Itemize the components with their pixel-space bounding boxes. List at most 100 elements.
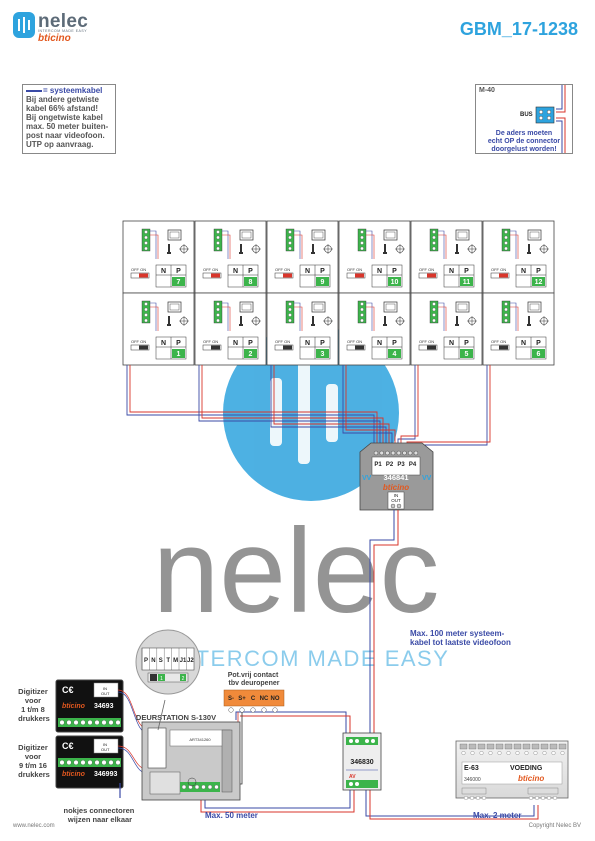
bus-label: BUS [520, 112, 533, 118]
svg-text:IN: IN [103, 742, 107, 747]
footer-copyright: Copyright Nelec BV [529, 823, 581, 829]
cable-note-line: Bij andere getwiste [26, 95, 99, 104]
svg-text:OUT: OUT [101, 747, 110, 752]
p-label: P [248, 340, 253, 347]
n-label: N [305, 268, 310, 275]
supply-e63: E-63 VOEDING 346000 bticino [455, 740, 569, 800]
p-label: P [392, 340, 397, 347]
pot-contact-label: Pot.vrij contact tbv deuropener [228, 672, 281, 687]
connector-label: N [151, 658, 155, 664]
connector-label: T [166, 658, 170, 664]
connector-label: J1 [180, 658, 187, 664]
svg-text:C€: C€ [62, 741, 74, 751]
door-station-label: DEURSTATION S-130V [136, 713, 216, 722]
digitizer-1-label: Digitizer voor 1 t/m 8 drukkers [18, 687, 50, 723]
cable-note-box: = systeemkabel Bij andere getwiste kabel… [22, 84, 116, 154]
n-label: N [233, 268, 238, 275]
n-label: N [377, 340, 382, 347]
p-label: P [464, 340, 469, 347]
m40-note-text: De aders moeten echt OP de connector doo… [476, 130, 572, 154]
max50-annotation: Max. 50 meter [205, 811, 258, 820]
nelec-logo-icon [13, 12, 35, 38]
footer-website: www.nelec.com [12, 823, 55, 829]
videophone-address: 3 [321, 351, 325, 358]
videophone-address: 1 [177, 351, 181, 358]
terminal-label: S- [228, 696, 234, 702]
distributor-vv-left: VV [362, 475, 372, 482]
cable-note-line: UTP op aanvraag. [26, 140, 94, 149]
dip-switch-label: OFF ON [347, 339, 362, 344]
svg-text:2: 2 [182, 676, 185, 682]
supply-code: E-63 [464, 765, 479, 772]
terminal-label: C [251, 696, 256, 702]
distributor-model: 346841 [383, 473, 408, 482]
power-unit-model: 346830 [350, 759, 373, 766]
distributor-port: P4 [409, 462, 417, 468]
connector-label: J2 [187, 658, 194, 664]
distributor-in-label: IN [394, 493, 399, 498]
max2-annotation: Max. 2 meter [473, 811, 521, 820]
cable-note-line: Bij ongetwiste kabel [26, 113, 103, 122]
cable-note-title-text: = systeemkabel [43, 86, 103, 95]
distributor-port: P2 [386, 462, 394, 468]
connector-label: S [159, 658, 163, 664]
supply-model: 346000 [464, 777, 481, 783]
distributor-brand: bticino [383, 483, 409, 492]
n-label: N [161, 340, 166, 347]
svg-text:IN: IN [103, 686, 107, 691]
dip-switch-label: OFF ON [131, 267, 146, 272]
p-label: P [176, 268, 181, 275]
digitizer-2-brand: bticino [62, 771, 86, 778]
videophone-address: 7 [177, 279, 181, 286]
videophone-address: 4 [393, 351, 397, 358]
terminal-label: NO [271, 696, 280, 702]
p-label: P [320, 268, 325, 275]
distributor-port: P1 [374, 462, 382, 468]
m40-label: M-40 [479, 87, 495, 94]
videophone-address: 12 [535, 279, 543, 286]
terminal-label: NC [260, 696, 269, 702]
videophone-address: 8 [249, 279, 253, 286]
max100-annotation: Max. 100 meter systeem- kabel tot laatst… [410, 629, 511, 647]
n-label: N [521, 268, 526, 275]
dip-switch-label: OFF ON [491, 339, 506, 344]
supply-brand: bticino [518, 774, 544, 783]
m40-note-line: De aders moeten [495, 130, 553, 137]
m40-note-line: doorgelust worden! [491, 146, 557, 153]
cable-note-line: kabel 66% afstand! [26, 104, 99, 113]
n-label: N [377, 268, 382, 275]
digitizer-2: C€ IN OUT bticino 346993 [55, 735, 124, 789]
dip-switch-label: OFF ON [203, 339, 218, 344]
m40-note-line: echt OP de connector [487, 138, 561, 145]
m40-note-box: M-40 BUS De aders moeten echt OP de conn… [475, 84, 573, 154]
n-label: N [449, 340, 454, 347]
watermark-word: nelec [153, 504, 440, 638]
svg-text:1: 1 [160, 676, 163, 682]
dip-switch-label: OFF ON [347, 267, 362, 272]
p-label: P [248, 268, 253, 275]
riser-cables [200, 510, 539, 820]
power-unit-346830: 346830 AV [342, 732, 382, 791]
p-label: P [392, 268, 397, 275]
door-station: ART341260 [141, 721, 241, 801]
dip-switch-label: OFF ON [131, 339, 146, 344]
p-label: P [176, 340, 181, 347]
svg-text:OUT: OUT [101, 691, 110, 696]
digitizer-1-brand: bticino [62, 703, 86, 710]
logo-text: nelec [38, 11, 89, 32]
dip-switch-label: OFF ON [419, 339, 434, 344]
nokjes-annotation: nokjes connectoren wijzen naar elkaar [64, 806, 137, 824]
videophone-address: 2 [249, 351, 253, 358]
n-label: N [305, 340, 310, 347]
